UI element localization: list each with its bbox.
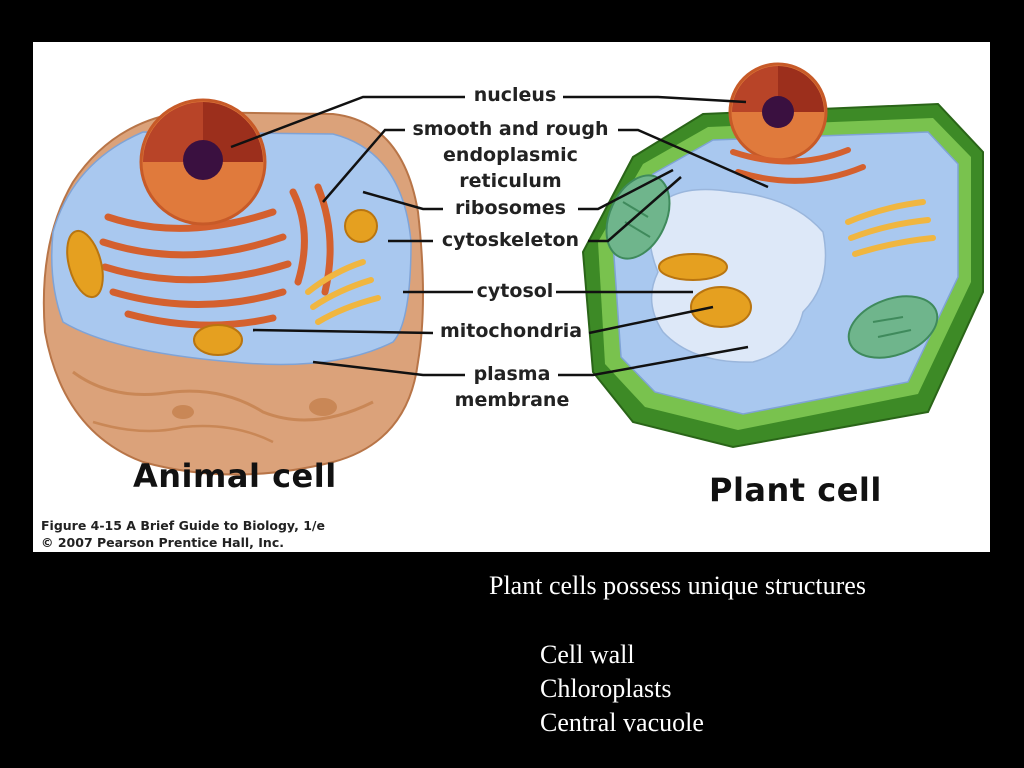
cell-illustration [42, 62, 984, 476]
structure-list: Cell wall Chloroplasts Central vacuole [540, 638, 704, 740]
label-er-line1: smooth and rough [412, 118, 609, 140]
list-item: Chloroplasts [540, 674, 672, 703]
label-ribosomes: ribosomes [455, 197, 566, 219]
list-item: Cell wall [540, 640, 635, 669]
slide-heading: Plant cells possess unique structures [489, 571, 866, 600]
leader-lines [230, 95, 769, 377]
list-item: Central vacuole [540, 708, 704, 737]
animal-cell-drawing [42, 98, 424, 476]
label-mitochondria: mitochondria [439, 320, 583, 342]
caption-line1: Figure 4-15 A Brief Guide to Biology, 1/… [41, 518, 325, 533]
caption-line2: © 2007 Pearson Prentice Hall, Inc. [41, 535, 284, 550]
label-cytoskeleton: cytoskeleton [441, 229, 580, 251]
label-cytosol: cytosol [476, 280, 554, 302]
label-er-line2: endoplasmic [443, 144, 578, 166]
plant-cell-drawing [581, 62, 984, 449]
plant-cell-title: Plant cell [709, 471, 882, 509]
label-er-line3: reticulum [459, 170, 562, 192]
label-nucleus: nucleus [473, 84, 557, 106]
figure-panel: nucleus smooth and rough endoplasmic ret… [33, 42, 990, 552]
label-plasma-line2: membrane [454, 389, 570, 411]
figure-caption: Figure 4-15 A Brief Guide to Biology, 1/… [41, 517, 325, 551]
label-plasma-line1: plasma [473, 363, 551, 385]
animal-cell-title: Animal cell [133, 457, 337, 495]
